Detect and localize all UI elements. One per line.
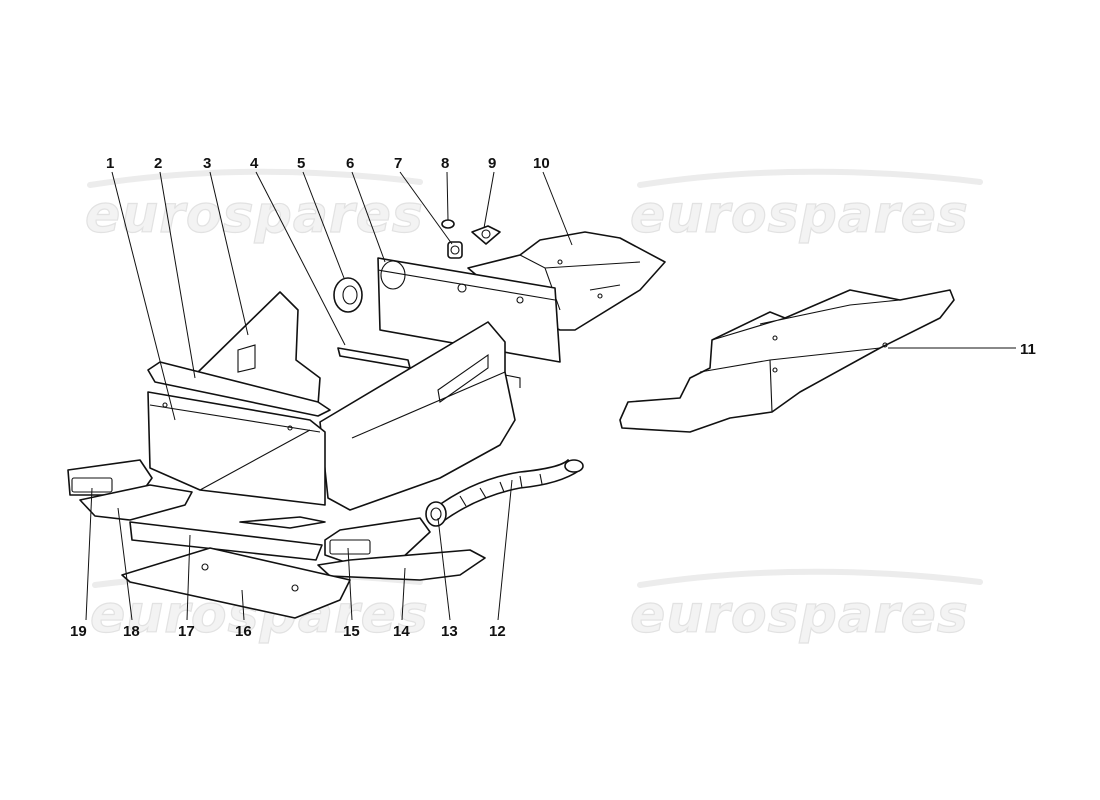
part-panel-left [79, 484, 193, 521]
part-floor-pan-long [619, 289, 955, 433]
part-strip-panel [129, 521, 323, 561]
callout-labels: 1 2 3 4 5 6 7 8 9 10 11 12 13 14 15 16 1… [70, 155, 1036, 640]
callout-4: 4 [250, 155, 259, 172]
callout-9: 9 [488, 155, 496, 172]
part-grommet [333, 277, 363, 313]
callout-7: 7 [394, 155, 402, 172]
callout-11: 11 [1020, 341, 1036, 358]
callout-5: 5 [297, 155, 305, 172]
callout-12: 12 [489, 623, 506, 640]
callout-16: 16 [235, 623, 252, 640]
part-clamp [425, 501, 447, 527]
callout-13: 13 [441, 623, 458, 640]
callout-15: 15 [343, 623, 360, 640]
part-underbody-lower [121, 516, 351, 619]
part-bulkhead-panel [377, 257, 561, 363]
callout-1: 1 [106, 155, 114, 172]
callout-14: 14 [393, 623, 410, 640]
callout-6: 6 [346, 155, 354, 172]
callout-10: 10 [533, 155, 550, 172]
callout-8: 8 [441, 155, 449, 172]
callout-3: 3 [203, 155, 211, 172]
callout-17: 17 [178, 623, 195, 640]
part-air-duct-right [324, 517, 431, 563]
part-plate [471, 225, 501, 245]
part-screw [441, 219, 455, 229]
part-underbody-right [317, 549, 486, 581]
watermark-group: eurospares eurospares eurospares eurospa… [84, 168, 983, 646]
callout-18: 18 [123, 623, 140, 640]
part-fitting [447, 241, 463, 259]
watermark-text-3: eurospares [630, 585, 969, 645]
watermark-text-2: eurospares [630, 185, 969, 245]
part-flex-hose [429, 459, 584, 523]
watermark-text-1: eurospares [85, 185, 424, 245]
part-front-tub [147, 291, 521, 511]
leader-lines [85, 171, 1016, 621]
callout-19: 19 [70, 623, 87, 640]
callout-2: 2 [154, 155, 162, 172]
